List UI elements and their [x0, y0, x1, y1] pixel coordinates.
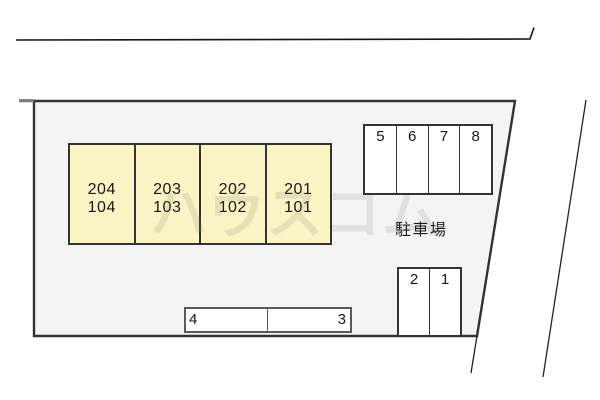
building-block: 204 104 203 103 202 102 201 101 — [68, 143, 332, 245]
parking-row-2-1: 2 1 — [397, 267, 462, 337]
parking-space-number: 1 — [440, 271, 450, 288]
building-unit-204-104: 204 104 — [70, 145, 136, 243]
parking-space-6: 6 — [397, 126, 429, 193]
unit-lower-label: 104 — [87, 198, 116, 216]
parking-space-3: 3 — [268, 309, 350, 331]
unit-lower-label: 101 — [284, 198, 313, 216]
unit-lower-label: 102 — [218, 198, 247, 216]
parking-space-number: 8 — [471, 128, 480, 145]
right-boundary-line — [542, 99, 587, 378]
parking-space-5: 5 — [365, 126, 397, 193]
parking-row-5-8: 5 6 7 8 — [363, 124, 493, 195]
road-edge-line — [15, 27, 535, 41]
parking-lot-label: 駐車場 — [395, 222, 448, 239]
parking-space-number: 4 — [189, 311, 198, 328]
parking-space-number: 2 — [409, 271, 419, 288]
unit-upper-label: 202 — [218, 180, 247, 198]
parking-space-number: 6 — [407, 128, 417, 145]
unit-upper-label: 201 — [284, 180, 313, 198]
boundary-slant-extension-line — [470, 335, 478, 374]
parking-space-number: 7 — [439, 128, 449, 145]
parking-row-4-3: 4 3 — [184, 307, 352, 333]
building-unit-202-102: 202 102 — [201, 145, 267, 243]
parking-space-2: 2 — [399, 269, 430, 335]
parking-space-number: 3 — [337, 311, 346, 328]
parking-space-4: 4 — [186, 309, 268, 331]
building-unit-201-101: 201 101 — [267, 145, 331, 243]
unit-lower-label: 103 — [153, 198, 182, 216]
unit-upper-label: 203 — [153, 180, 182, 198]
parking-space-number: 5 — [376, 128, 385, 145]
unit-upper-label: 204 — [87, 180, 116, 198]
parking-space-1: 1 — [430, 269, 460, 335]
building-unit-203-103: 203 103 — [136, 145, 201, 243]
parking-space-8: 8 — [460, 126, 491, 193]
parking-space-7: 7 — [429, 126, 461, 193]
